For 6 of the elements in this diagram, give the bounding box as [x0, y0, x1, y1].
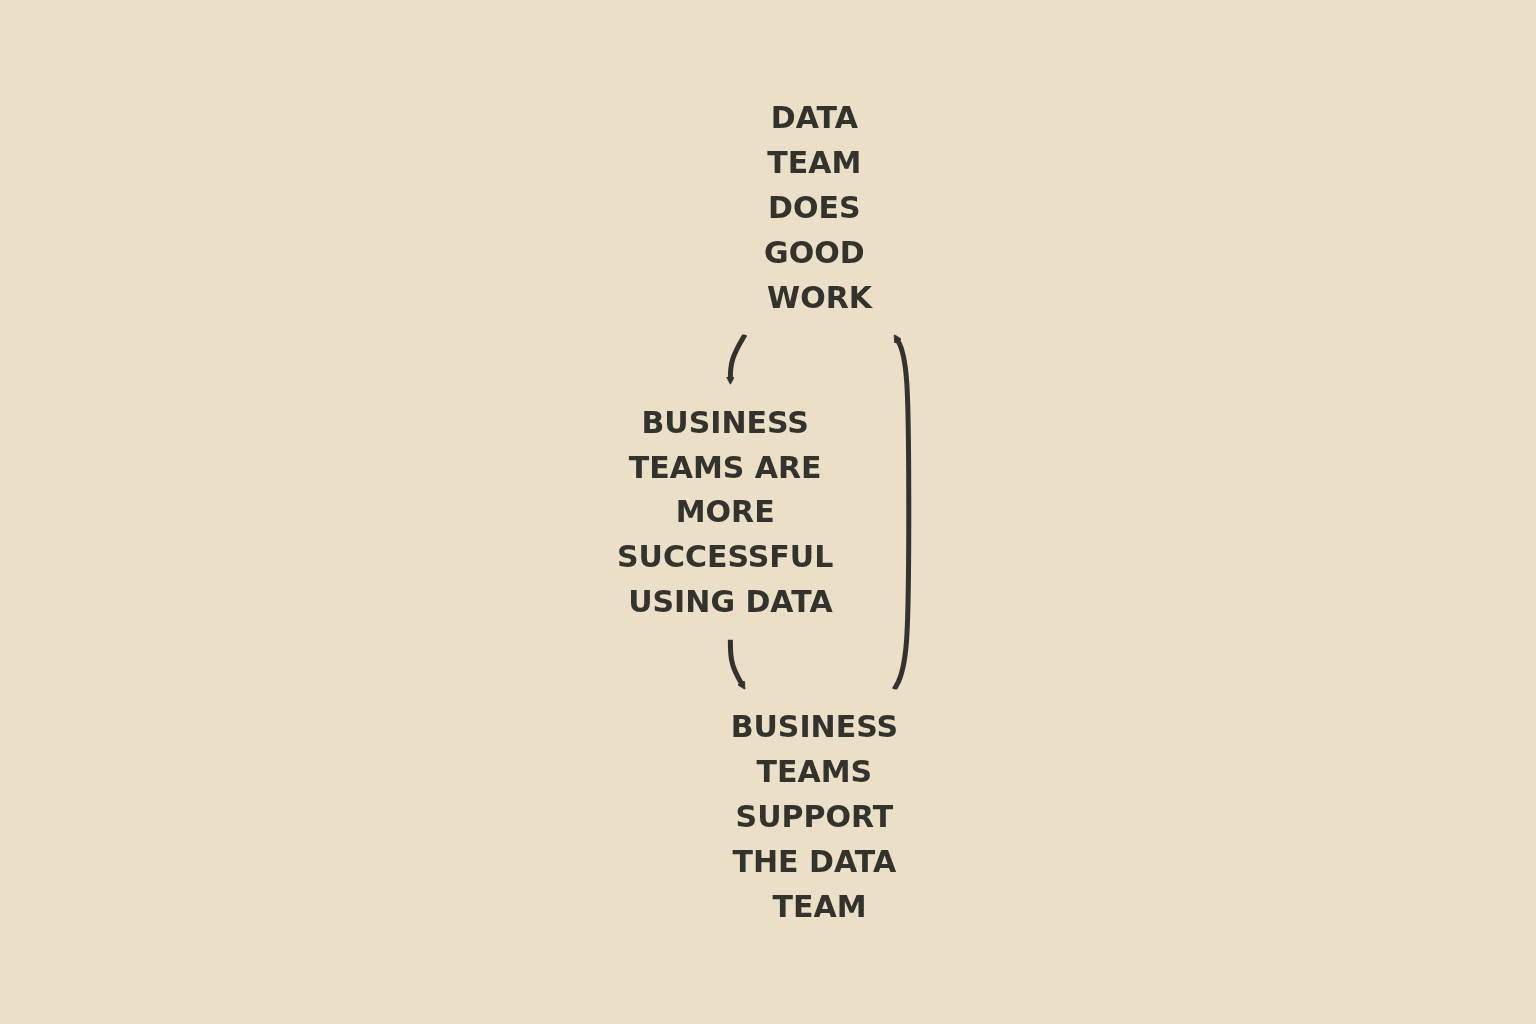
node-text: BUSINESS TEAMS SUPPORT THE DATA TEAM	[730, 709, 898, 925]
node-text: DATA TEAM DOES GOOD WORK	[763, 99, 872, 315]
arrow	[725, 333, 747, 385]
arrow	[891, 334, 911, 691]
arrow	[727, 639, 746, 690]
node-text: BUSINESS TEAMS ARE MORE SUCCESSFUL USING DATA	[616, 404, 834, 620]
